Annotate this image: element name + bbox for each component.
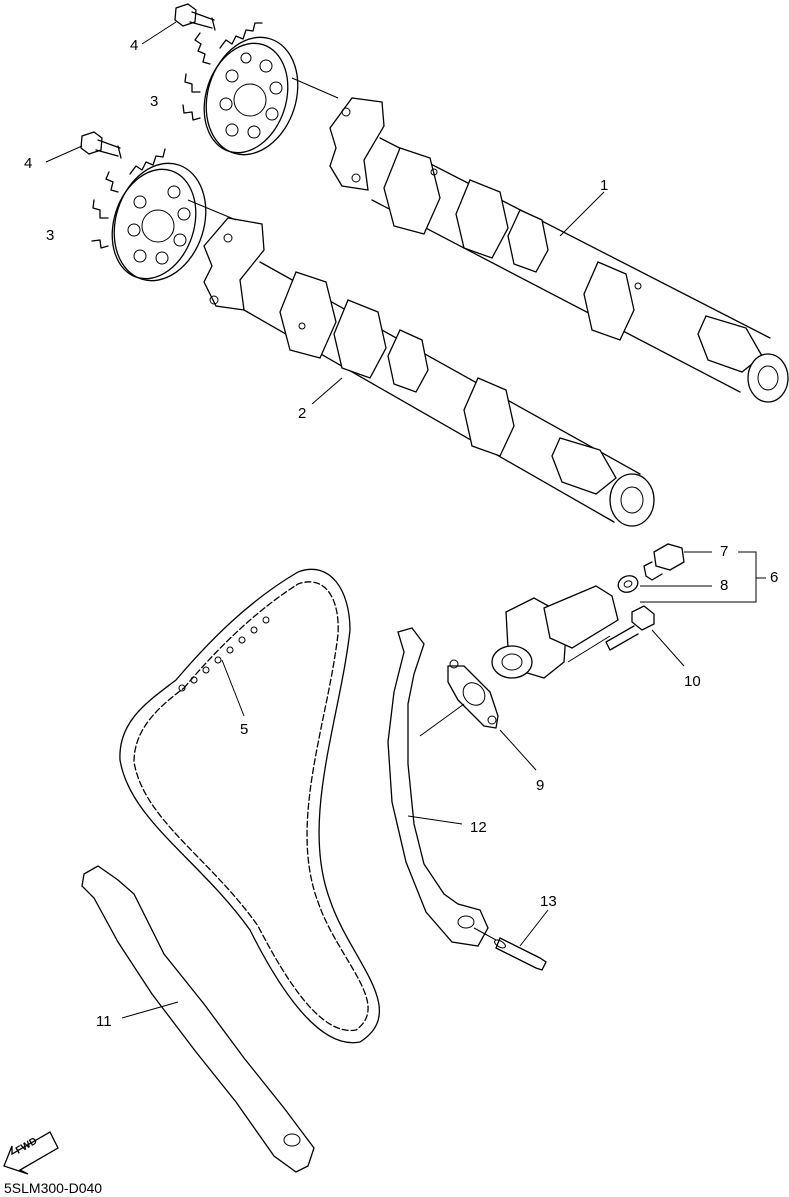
tensioner-assembly-6 (491, 585, 619, 679)
tensioner-guide-12 (387, 627, 489, 947)
camshaft-1 (291, 77, 789, 403)
callout-4-lower: 4 (24, 155, 32, 172)
upper-cam-sprocket (182, 22, 299, 156)
bracket-6 (640, 551, 766, 603)
callout-7: 7 (720, 543, 728, 560)
callout-1: 1 (600, 177, 608, 194)
callout-9: 9 (536, 777, 544, 794)
tensioner-bolt-10 (605, 605, 685, 667)
callout-13: 13 (540, 893, 557, 910)
callout-5: 5 (240, 721, 248, 738)
callout-3-lower: 3 (46, 227, 54, 244)
diagram-code: 5SLM300-D040 (4, 1180, 102, 1196)
camshaft-2 (187, 199, 655, 527)
tensioner-cap-bolt-7 (643, 543, 712, 581)
lower-cam-sprocket (91, 148, 207, 282)
washer-8 (617, 575, 712, 593)
callout-12: 12 (470, 819, 487, 836)
lower-sprocket-bolt (45, 131, 122, 163)
callout-4-upper: 4 (130, 37, 138, 54)
callout-3-upper: 3 (150, 93, 158, 110)
callout-8: 8 (720, 577, 728, 594)
cam-chain (119, 568, 381, 1044)
fwd-arrow-icon: FWD (3, 1131, 59, 1175)
chain-guide-11 (81, 865, 315, 1173)
callout-6: 6 (770, 569, 778, 586)
gasket-9 (419, 659, 537, 771)
upper-sprocket-bolt (141, 3, 216, 45)
callout-10: 10 (684, 673, 701, 690)
callout-11: 11 (96, 1013, 112, 1030)
callout-2: 2 (298, 405, 306, 422)
pin-13 (473, 909, 549, 971)
